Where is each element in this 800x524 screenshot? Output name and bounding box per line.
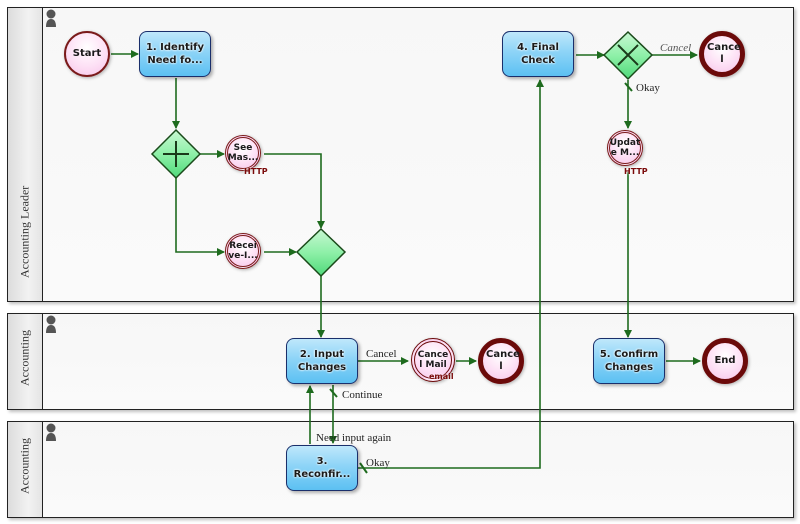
event-label: Updat e M... — [609, 138, 641, 158]
join-gateway[interactable] — [295, 227, 347, 278]
task-label: 3. Reconfir... — [293, 456, 351, 480]
event-label: End — [714, 355, 736, 366]
plus-icon — [163, 141, 189, 167]
edge-label-cancel: Cancel — [660, 42, 692, 54]
email-tag: email — [429, 372, 454, 381]
task-reconfirm[interactable]: 3. Reconfir... — [286, 445, 358, 491]
task-confirm-changes[interactable]: 5. Confirm Changes — [593, 338, 665, 384]
task-label: 2. Input Changes — [297, 349, 347, 373]
edge-label-need-input: Need input again — [316, 432, 392, 444]
edge-label-continue: Continue — [342, 389, 383, 401]
event-label: Start — [72, 48, 102, 59]
flow-see-to-join[interactable] — [264, 153, 325, 229]
swimlane-accounting-2: Accounting — [7, 421, 794, 518]
parallel-gateway[interactable] — [150, 128, 202, 180]
event-see-master[interactable]: See Mas... — [225, 135, 261, 171]
event-receive[interactable]: Recei ve-I... — [225, 233, 261, 269]
task-identify-need[interactable]: 1. Identify Need fo... — [139, 31, 211, 77]
end-event-cancel-2[interactable]: Cance l — [699, 31, 745, 77]
task-input-changes[interactable]: 2. Input Changes — [286, 338, 358, 384]
event-label: Cance l — [707, 42, 741, 65]
edge-label-cancel: Cancel — [366, 348, 397, 360]
lane-header: Accounting — [8, 422, 43, 517]
flow-parallel-to-receive[interactable] — [175, 178, 225, 256]
event-label: Cance l Mail — [417, 350, 449, 370]
end-event-cancel-1[interactable]: Cance l — [478, 338, 524, 384]
edge-label-okay: Okay — [636, 82, 660, 94]
event-label: See Mas... — [227, 143, 259, 163]
task-label: 5. Confirm Changes — [599, 349, 659, 373]
event-update-master[interactable]: Updat e M... — [607, 130, 643, 166]
task-label: 4. Final Check — [517, 42, 559, 66]
x-icon — [617, 44, 639, 66]
http-tag: HTTP — [624, 167, 648, 176]
event-label: Cance l — [486, 349, 520, 372]
person-icon — [46, 315, 56, 333]
lane-header: Accounting — [8, 314, 43, 409]
lane-header: Accounting Leader — [8, 8, 43, 301]
event-cancel-mail[interactable]: Cance l Mail — [411, 338, 455, 382]
start-event[interactable]: Start — [64, 31, 110, 77]
edge-label-okay: Okay — [366, 457, 390, 469]
http-tag: HTTP — [244, 167, 268, 176]
person-icon — [46, 423, 56, 441]
exclusive-gateway[interactable] — [602, 30, 654, 81]
task-label: 1. Identify Need fo... — [145, 42, 205, 66]
task-final-check[interactable]: 4. Final Check — [502, 31, 574, 77]
event-label: Recei ve-I... — [228, 241, 258, 261]
end-event[interactable]: End — [702, 338, 748, 384]
person-icon — [46, 9, 56, 27]
flow-t3-okay[interactable] — [358, 79, 544, 469]
